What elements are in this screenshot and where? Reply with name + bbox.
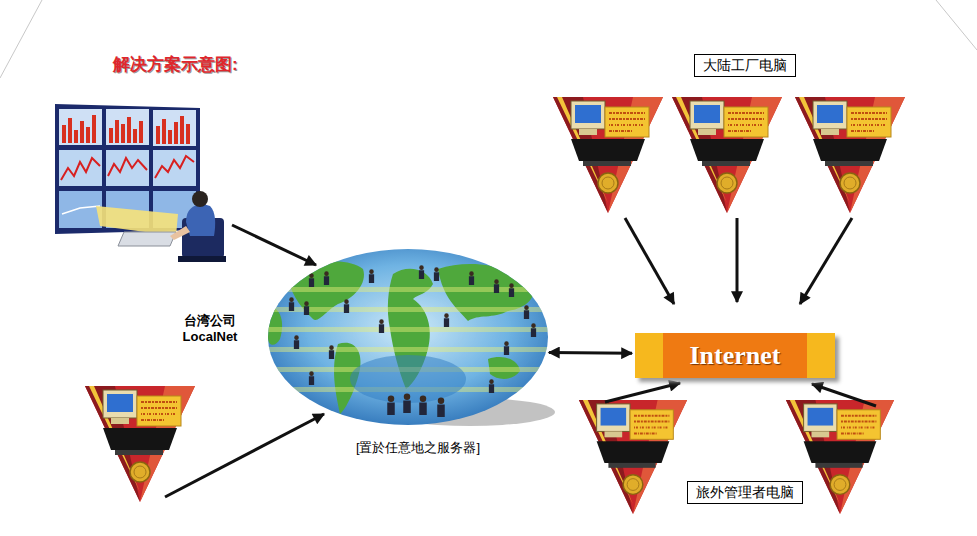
frame-corner bbox=[0, 0, 977, 78]
network-label: 台湾公司 LocalNet bbox=[176, 313, 244, 346]
internet-bar: Internet bbox=[635, 333, 835, 378]
server-label: [置於任意地之服务器] bbox=[248, 439, 588, 457]
diagram-title: 解决方案示意图: bbox=[113, 53, 238, 76]
group-label-box: 旅外管理者电脑 bbox=[687, 481, 803, 504]
globe-outline bbox=[268, 249, 548, 425]
computer-icons bbox=[85, 97, 905, 514]
link-arrow bbox=[549, 351, 632, 355]
node-text: 大陆工厂电脑 bbox=[703, 57, 787, 74]
node-text: Internet bbox=[678, 341, 793, 371]
group-label-box: 大陆工厂电脑 bbox=[694, 54, 796, 77]
node-text: 旅外管理者电脑 bbox=[696, 484, 794, 501]
server-globe: 台湾公司 LocalNet[置於任意地之服务器] bbox=[268, 249, 548, 425]
link-arrows bbox=[165, 218, 876, 497]
monitoring-workstation bbox=[55, 104, 226, 262]
